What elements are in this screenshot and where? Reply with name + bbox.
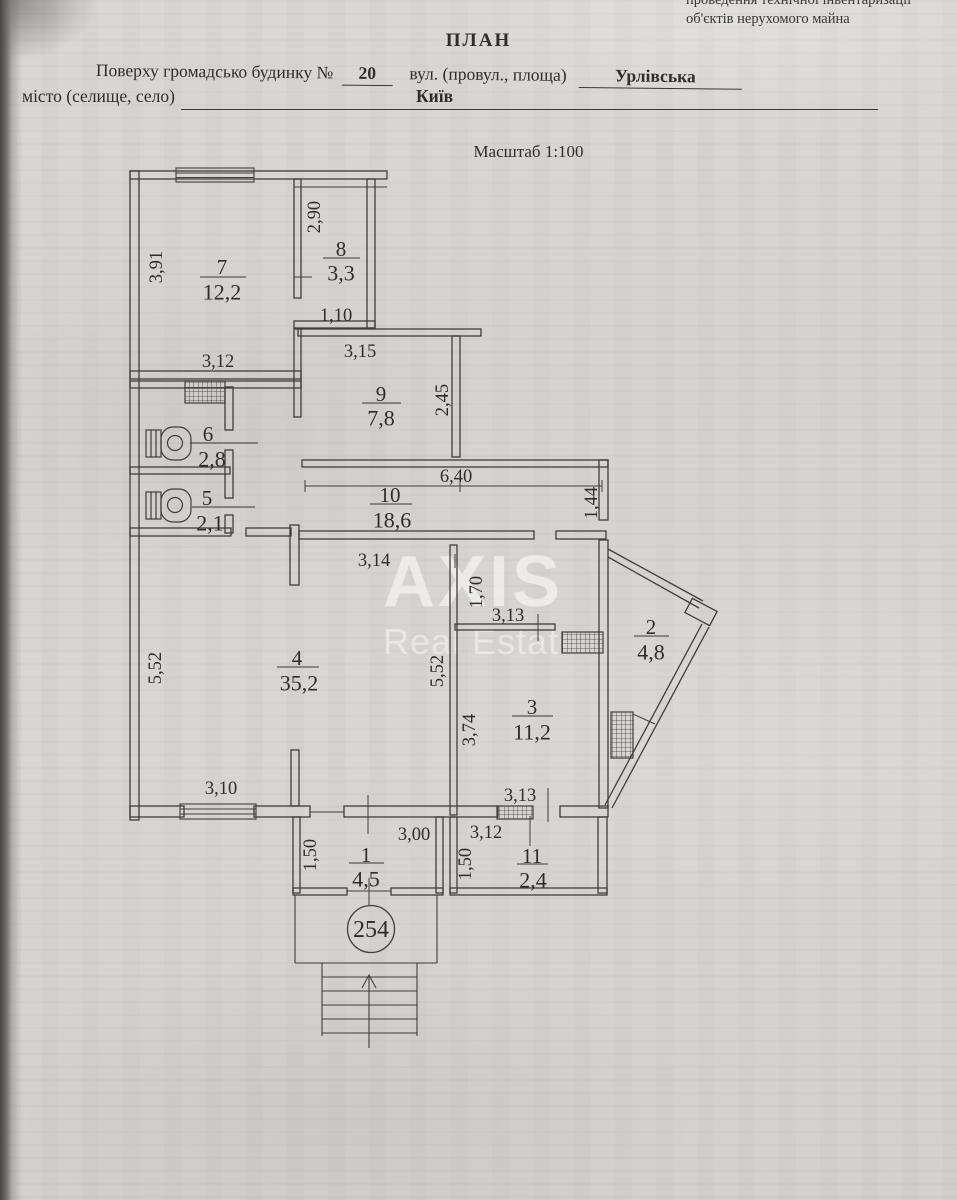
dim-5-52-right: 5,52 [428, 655, 448, 687]
dim-3-14: 3,14 [358, 551, 390, 571]
dim-1-50-room11: 1,50 [456, 848, 476, 880]
room-label-7: 7 12,2 [200, 255, 246, 305]
room-label-11: 11 2,4 [517, 844, 548, 893]
svg-text:2,4: 2,4 [519, 868, 547, 893]
toilet-icon-room5 [145, 488, 192, 523]
svg-text:8: 8 [336, 237, 347, 261]
svg-text:5: 5 [202, 486, 213, 510]
svg-text:35,2: 35,2 [280, 671, 319, 696]
room-label-9: 9 7,8 [362, 382, 401, 431]
svg-text:4,8: 4,8 [637, 640, 665, 665]
watermark-line1: AXIS [383, 542, 563, 622]
dim-3-12-room7: 3,12 [202, 352, 234, 372]
direction-arrow [361, 973, 377, 1048]
porch [294, 895, 438, 964]
room-label-1: 1 4,5 [349, 843, 384, 892]
room-label-2: 2 4,8 [634, 615, 669, 665]
dim-3-13-room3-top: 3,13 [492, 606, 524, 626]
corner-note-line2: об'єктів нерухомого майна [686, 11, 850, 27]
svg-text:3,3: 3,3 [327, 261, 355, 286]
dim-3-13-room3-bottom: 3,13 [504, 786, 536, 806]
svg-text:2,1: 2,1 [196, 511, 224, 536]
svg-text:6: 6 [203, 422, 214, 446]
window-bottom [179, 803, 257, 820]
dimension-ticks [294, 276, 603, 906]
svg-text:2: 2 [646, 615, 657, 639]
svg-text:18,6: 18,6 [373, 508, 412, 533]
svg-text:3: 3 [527, 695, 538, 719]
corner-note: проведення технічної інвентаризації об'є… [686, 0, 957, 29]
balcony-door [684, 597, 718, 627]
svg-text:11,2: 11,2 [513, 720, 551, 745]
page-title: ПЛАН [445, 30, 512, 51]
corner-note-line1: проведення технічної інвентаризації [686, 0, 912, 8]
watermark-line2: Real Estat [383, 621, 559, 662]
dim-1-44: 1,44 [582, 487, 602, 519]
scale-label: Масштаб 1:100 [473, 142, 584, 161]
dim-3-10: 3,10 [205, 779, 237, 799]
room-label-10: 10 18,6 [370, 483, 412, 533]
svg-text:7,8: 7,8 [367, 406, 395, 431]
room-label-8: 8 3,3 [323, 237, 360, 286]
dim-1-50-room1: 1,50 [301, 839, 321, 871]
city-label: місто (селище, село) [22, 86, 175, 106]
city-name-field: Київ [180, 86, 878, 110]
vent-shaft-hatch [184, 380, 656, 820]
dim-1-10: 1,10 [320, 306, 352, 326]
dim-3-12-room11: 3,12 [470, 823, 502, 843]
dim-5-52-left: 5,52 [146, 652, 166, 684]
window-top [175, 167, 255, 183]
svg-text:2,8: 2,8 [198, 447, 226, 472]
dim-2-90: 2,90 [305, 201, 325, 233]
svg-text:9: 9 [376, 382, 387, 406]
room-label-4: 4 35,2 [277, 646, 319, 696]
room-label-6: 6 2,8 [190, 422, 258, 472]
dim-3-74: 3,74 [460, 714, 480, 746]
dim-3-91: 3,91 [147, 251, 167, 283]
svg-text:11: 11 [522, 844, 542, 868]
room-label-3: 3 11,2 [512, 695, 553, 745]
entrance-number: 254 [353, 917, 389, 943]
watermark: AXIS Real Estat [383, 542, 563, 662]
stairs [321, 963, 418, 1048]
svg-text:7: 7 [217, 255, 228, 279]
dim-3-00: 3,00 [398, 825, 430, 845]
svg-text:1: 1 [361, 843, 372, 867]
svg-text:4: 4 [292, 646, 303, 670]
svg-text:4,5: 4,5 [352, 867, 380, 892]
entrance-number-circle: 254 [346, 904, 396, 954]
hatched-wall-segment [496, 805, 534, 820]
dim-1-70: 1,70 [467, 576, 487, 608]
svg-text:12,2: 12,2 [203, 280, 242, 305]
form-line-city: місто (селище, село) Київ [22, 86, 878, 110]
diagonal-wall [604, 548, 718, 809]
dim-6-40: 6,40 [440, 467, 472, 487]
dim-2-45: 2,45 [433, 384, 453, 416]
svg-text:10: 10 [380, 483, 401, 507]
vent-hatch-room2 [610, 711, 634, 759]
vent-hatch-toilet [184, 380, 226, 404]
toilet-icon-room6 [145, 426, 192, 461]
dim-3-15: 3,15 [344, 342, 376, 362]
vent-hatch-room3 [561, 631, 604, 654]
room-label-5: 5 2,1 [192, 486, 255, 536]
